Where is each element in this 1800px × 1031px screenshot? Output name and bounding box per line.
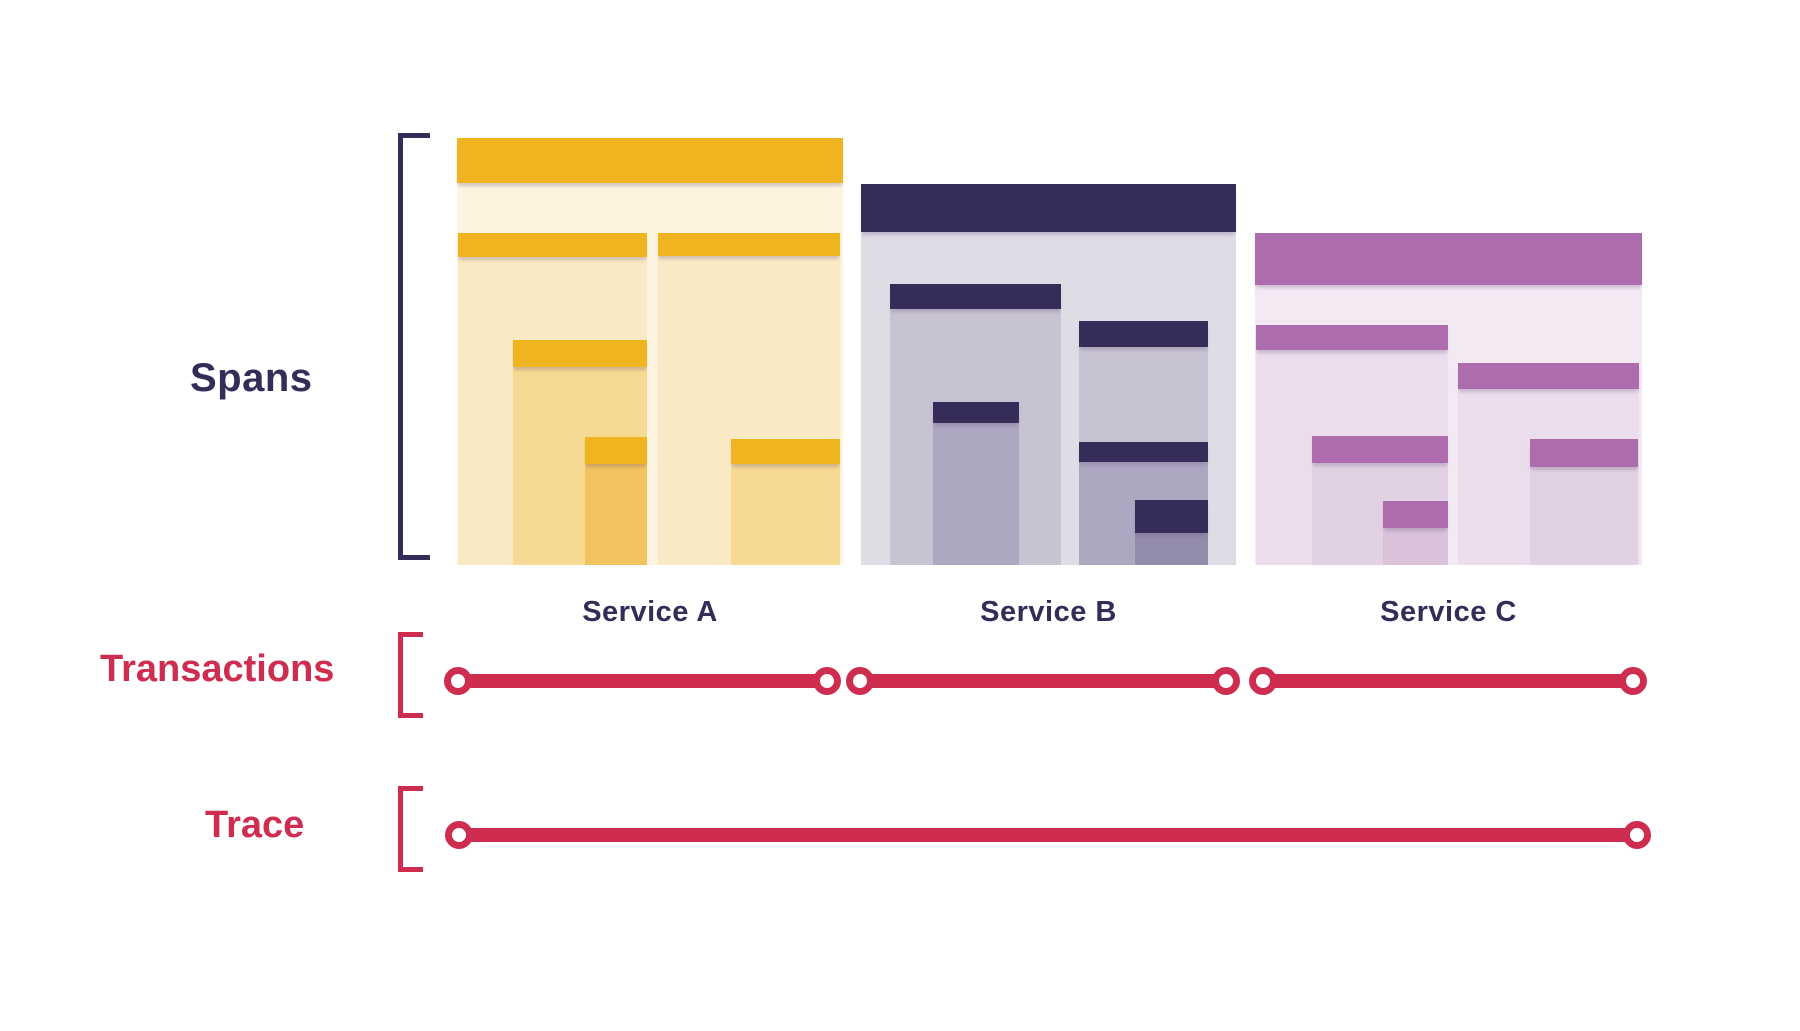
- span-header-bar: [1312, 436, 1448, 463]
- span-service-b-child-right-3: [1135, 500, 1208, 565]
- transaction-endpoint-circle-1-start: [444, 667, 472, 695]
- transactions-label: Transactions: [100, 648, 335, 690]
- span-header-bar: [1135, 500, 1208, 533]
- span-header-bar: [1458, 363, 1639, 389]
- span-service-a-child-left-3: [585, 437, 647, 565]
- service-b-label: Service B: [980, 596, 1117, 628]
- span-header-bar: [513, 340, 647, 367]
- span-header-bar: [585, 437, 647, 464]
- trace-endpoint-circle-1-start: [445, 821, 473, 849]
- span-header-bar: [933, 402, 1019, 423]
- span-header-bar: [457, 138, 843, 183]
- transactions-bracket-icon: [398, 632, 423, 718]
- trace-label: Trace: [205, 804, 305, 846]
- trace-endpoint-circle-1-end: [1623, 821, 1651, 849]
- spans-bracket-icon: [398, 133, 430, 560]
- trace-bracket-icon: [398, 786, 423, 872]
- trace-line-1: [459, 828, 1637, 842]
- span-header-bar: [1079, 442, 1208, 462]
- transaction-line-3: [1263, 674, 1633, 688]
- span-header-bar: [458, 233, 647, 257]
- span-header-bar: [731, 439, 840, 464]
- span-header-bar: [1256, 325, 1448, 350]
- span-header-bar: [1079, 321, 1208, 347]
- span-service-c-child-left-3: [1383, 501, 1448, 565]
- transaction-endpoint-circle-3-start: [1249, 667, 1277, 695]
- service-a-label: Service A: [582, 596, 718, 628]
- transaction-line-1: [458, 674, 827, 688]
- spans-label: Spans: [190, 356, 313, 400]
- span-header-bar: [861, 184, 1236, 232]
- span-header-bar: [890, 284, 1061, 309]
- transaction-line-2: [860, 674, 1226, 688]
- span-header-bar: [1383, 501, 1448, 528]
- service-c-label: Service C: [1380, 596, 1517, 628]
- span-header-bar: [1530, 439, 1638, 467]
- transaction-endpoint-circle-1-end: [813, 667, 841, 695]
- span-header-bar: [658, 233, 840, 256]
- transaction-endpoint-circle-2-start: [846, 667, 874, 695]
- transaction-endpoint-circle-3-end: [1619, 667, 1647, 695]
- span-service-c-child-right-2: [1530, 439, 1638, 565]
- span-header-bar: [1255, 233, 1642, 285]
- span-service-a-child-right-2: [731, 439, 840, 565]
- transaction-endpoint-circle-2-end: [1212, 667, 1240, 695]
- span-service-b-child-left-2: [933, 402, 1019, 565]
